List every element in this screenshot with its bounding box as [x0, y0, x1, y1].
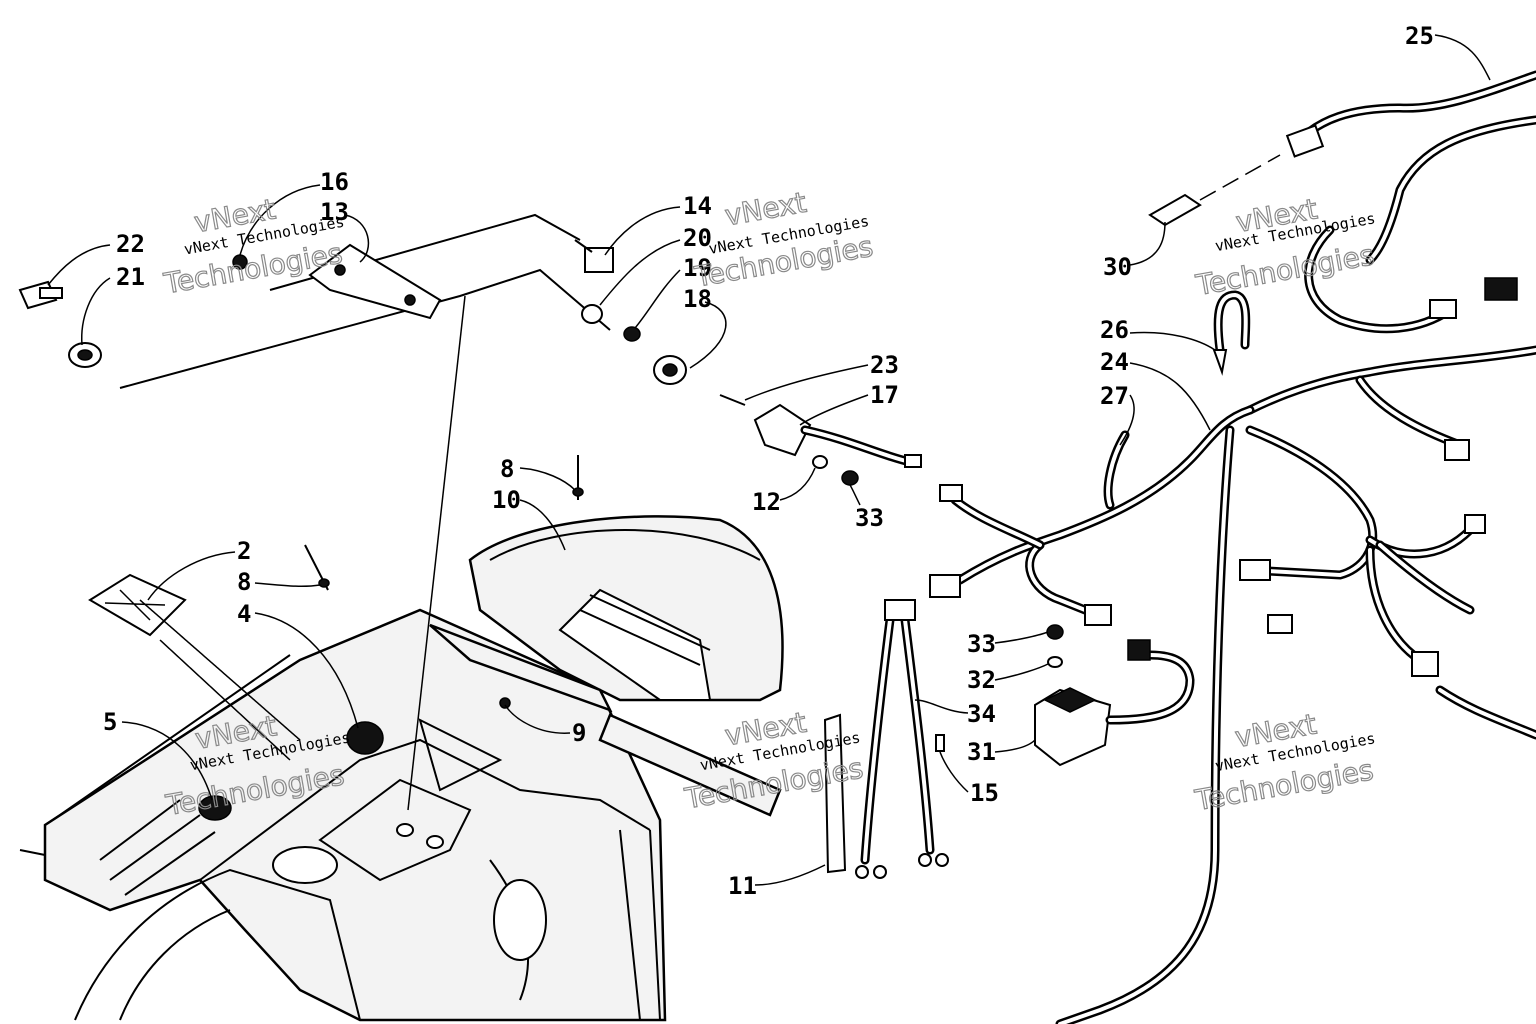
- callout-19: 19: [683, 254, 712, 282]
- callout-4: 4: [237, 600, 251, 628]
- part-rivet-9: [499, 697, 511, 709]
- callout-5: 5: [103, 708, 117, 736]
- callout-16: 16: [320, 168, 349, 196]
- callout-34: 34: [967, 700, 996, 728]
- part-lead-26: [1212, 290, 1251, 376]
- callout-24: 24: [1100, 348, 1129, 376]
- callout-11: 11: [728, 872, 757, 900]
- part-ignition-switch: [68, 342, 102, 368]
- callout-15: 15: [970, 779, 999, 807]
- callout-10: 10: [492, 486, 521, 514]
- part-pad-2: [88, 573, 187, 637]
- part-key: [18, 280, 63, 310]
- watermark-top-right: vNext vNext Technologies Technologies: [1192, 192, 1377, 303]
- part-harness-34: [855, 599, 949, 879]
- callout-labels: 25 16 13 14 20 19 18 22 21 30 26 24 27 2…: [103, 22, 1434, 900]
- callout-2: 2: [237, 537, 251, 565]
- callout-18: 18: [683, 285, 712, 313]
- callout-12: 12: [752, 488, 781, 516]
- windshield-panel: [418, 515, 784, 817]
- callout-33-lower: 33: [967, 630, 996, 658]
- callout-20: 20: [683, 224, 712, 252]
- part-lamp-5: [198, 795, 232, 821]
- callout-31: 31: [967, 738, 996, 766]
- callout-8-upper: 8: [500, 455, 514, 483]
- part-toggle-switch: [574, 239, 614, 273]
- part-rectifier-31: [1034, 639, 1195, 767]
- part-bolt-8-lower: [304, 544, 330, 591]
- callout-9: 9: [572, 719, 586, 747]
- callout-27: 27: [1100, 382, 1129, 410]
- callout-21: 21: [116, 263, 145, 291]
- part-voltage-regulator: [753, 403, 922, 468]
- part-small-nuts: [812, 455, 859, 486]
- callout-17: 17: [870, 381, 899, 409]
- callout-25: 25: [1405, 22, 1434, 50]
- callout-26: 26: [1100, 316, 1129, 344]
- hood-console-body: [19, 608, 667, 1022]
- wiring-harness: [929, 70, 1536, 1024]
- part-washer-32-nut-33: [1046, 624, 1064, 668]
- part-knob-4: [346, 721, 384, 755]
- part-bulb-30: [1148, 154, 1281, 227]
- callout-8-lower: 8: [237, 568, 251, 596]
- callout-22: 22: [116, 230, 145, 258]
- callout-23: 23: [870, 351, 899, 379]
- callout-30: 30: [1103, 253, 1132, 281]
- callout-14: 14: [683, 192, 712, 220]
- part-fuse-15: [935, 734, 945, 752]
- part-lead-27: [1103, 430, 1130, 510]
- callout-32: 32: [967, 666, 996, 694]
- callout-13: 13: [320, 198, 349, 226]
- callout-33-upper: 33: [855, 504, 884, 532]
- part-bolt-8-upper: [572, 455, 584, 500]
- part-screw: [719, 394, 746, 406]
- leader-lines: [47, 34, 1491, 886]
- part-strap-11: [823, 713, 847, 874]
- part-light-socket: [653, 355, 687, 385]
- part-decal-plate: [308, 243, 442, 320]
- part-nut-washer: [581, 304, 641, 342]
